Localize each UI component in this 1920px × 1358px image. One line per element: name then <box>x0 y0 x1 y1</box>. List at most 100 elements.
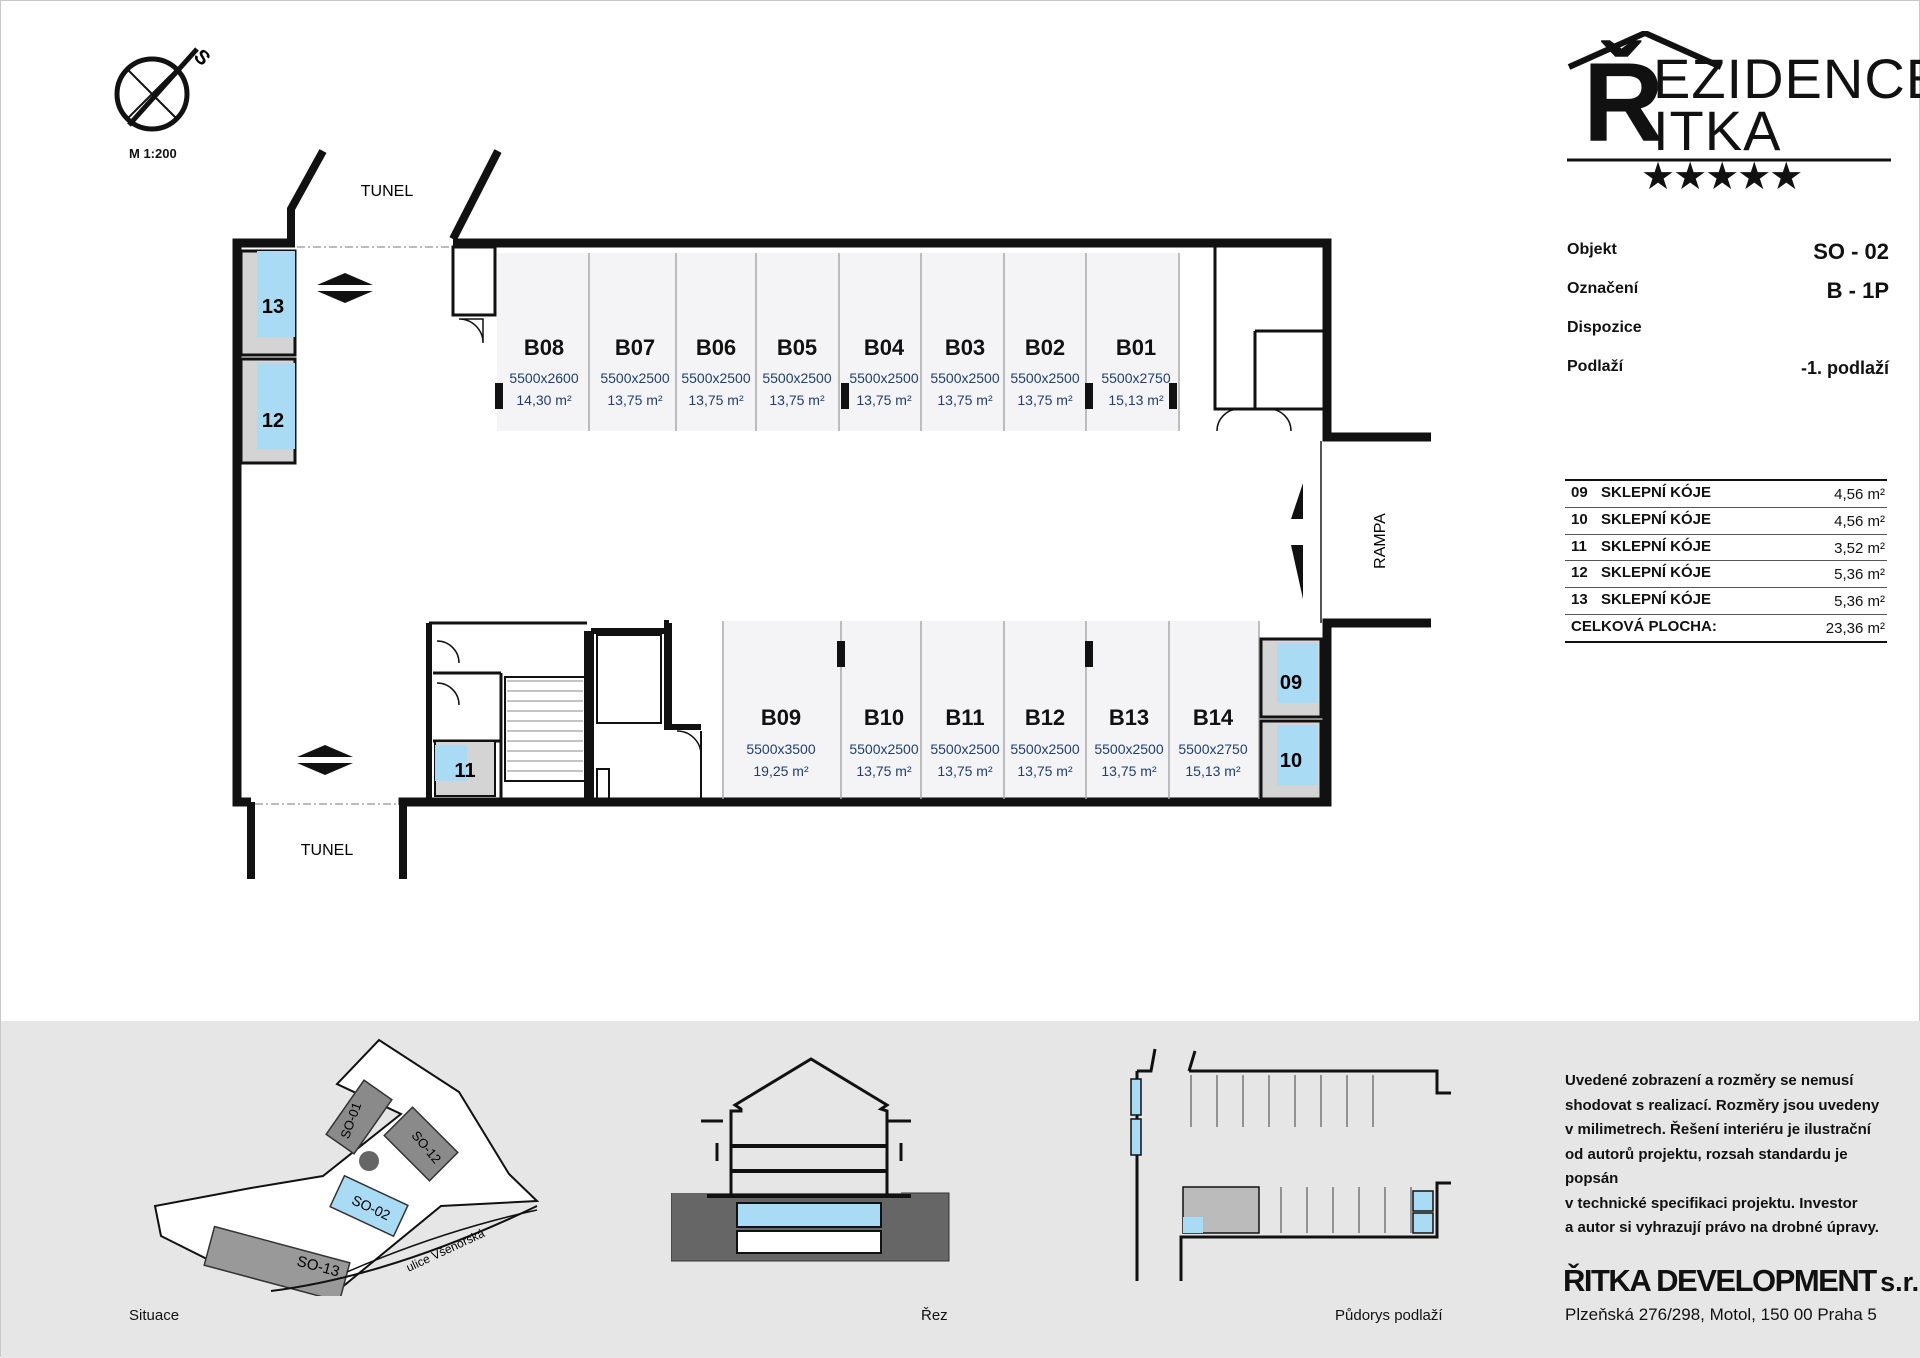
bays-top-area <box>497 253 1179 431</box>
door-swing-icon <box>1216 408 1240 432</box>
cellar-label-09: 09 <box>1280 672 1302 694</box>
row-divider <box>1565 534 1887 535</box>
stair-core <box>426 620 702 800</box>
cellar-row-num: 13 <box>1571 591 1588 608</box>
bay-area: 13,75 m² <box>769 392 825 408</box>
bay-id: B06 <box>696 335 736 360</box>
cellar-label-11: 11 <box>454 760 475 782</box>
cellar-13-fill <box>257 251 295 337</box>
bay-id: B07 <box>615 335 655 360</box>
disclaimer-line: od autorů projektu, rozsah standardu je … <box>1565 1145 1848 1188</box>
cellar-table-top-rule <box>1565 479 1887 481</box>
bay-dims: 5500x2500 <box>681 370 751 386</box>
bay-id: B11 <box>945 705 984 730</box>
bay-area: 13,75 m² <box>688 392 744 408</box>
cellar-table-bottom-rule <box>1565 641 1887 643</box>
cellar-total-label: CELKOVÁ PLOCHA: <box>1571 618 1717 635</box>
bay-id: B02 <box>1025 335 1065 360</box>
bay-id: B08 <box>524 335 564 360</box>
street-label: ulice Všenorská <box>404 1226 487 1275</box>
door-swing-icon <box>1268 408 1292 432</box>
brand-logo: Ř EZIDENCE ITKA ★★★★★ <box>1561 31 1920 201</box>
bay-area: 13,75 m² <box>607 392 663 408</box>
bay-dims: 5500x3500 <box>746 741 816 757</box>
tunnel-wall-left <box>287 149 327 239</box>
bay-area: 15,13 m² <box>1108 392 1164 408</box>
ramp-arrow-icon <box>1291 545 1303 599</box>
bay-id: B13 <box>1109 705 1149 730</box>
info-value-oznaceni: B - 1P <box>1826 278 1889 303</box>
bay-area: 13,75 m² <box>937 392 993 408</box>
info-label-oznaceni: Označení <box>1567 280 1639 297</box>
bay-dims: 5500x2500 <box>930 370 1000 386</box>
disclaimer: Uvedené zobrazení a rozměry se nemusí sh… <box>1565 1069 1895 1241</box>
cellar-label-10: 10 <box>1280 750 1302 772</box>
cellar-row-area: 5,36 m² <box>1834 566 1885 583</box>
cellar-label-12: 12 <box>262 410 284 432</box>
info-label-dispozice: Dispozice <box>1567 319 1642 336</box>
info-value-podlazi: -1. podlaží <box>1800 358 1889 378</box>
bay-dims: 5500x2500 <box>849 741 919 757</box>
bay-dims: 5500x2600 <box>509 370 579 386</box>
bay-id: B10 <box>864 705 904 730</box>
caption-section: Řez <box>921 1307 948 1324</box>
bay-id: B09 <box>761 705 801 730</box>
right-service-room <box>1213 247 1327 411</box>
info-value-objekt: SO - 02 <box>1813 239 1889 264</box>
info-label-objekt: Objekt <box>1567 241 1617 258</box>
brand-line1: EZIDENCE <box>1653 47 1920 110</box>
cellar-label-13: 13 <box>262 296 284 318</box>
outer-wall-left <box>232 238 295 807</box>
bay-id: B14 <box>1193 705 1234 730</box>
bay-area: 15,13 m² <box>1185 763 1241 779</box>
outer-wall-top <box>453 238 1431 442</box>
cellar-row-num: 12 <box>1571 564 1588 581</box>
cellar-row-area: 4,56 m² <box>1834 513 1885 530</box>
disclaimer-line: Uvedené zobrazení a rozměry se nemusí <box>1565 1072 1854 1089</box>
caption-floorplan: Půdorys podlaží <box>1335 1307 1443 1324</box>
bay-area: 14,30 m² <box>516 392 572 408</box>
company-name-main: ŘITKA DEVELOPMENT <box>1563 1263 1877 1298</box>
disclaimer-line: shodovat s realizací. Rozměry jsou uvede… <box>1565 1096 1880 1114</box>
bay-id: B05 <box>777 335 817 360</box>
bay-area: 19,25 m² <box>753 763 809 779</box>
cellar-row-area: 3,52 m² <box>1834 540 1885 557</box>
row-divider <box>1565 614 1887 615</box>
bay-dims: 5500x2500 <box>1094 741 1164 757</box>
row-divider <box>1565 560 1887 561</box>
top-bay-dividers <box>588 253 1180 431</box>
bay-dims: 5500x2500 <box>600 370 670 386</box>
cellar-row-name: SKLEPNÍ KÓJE <box>1601 484 1712 501</box>
building-section <box>671 1057 950 1262</box>
bay-id: B12 <box>1025 705 1065 730</box>
disclaimer-line: a autor si vyhrazují právo na drobné úpr… <box>1565 1219 1879 1236</box>
ramp-label: RAMPA <box>1372 513 1389 569</box>
traffic-direction-icon <box>317 273 373 303</box>
cellar-row-name: SKLEPNÍ KÓJE <box>1601 564 1712 581</box>
bay-area: 13,75 m² <box>1017 392 1073 408</box>
brand-line2: ITKA <box>1653 99 1782 162</box>
cellar-row-num: 10 <box>1571 511 1588 528</box>
cellar-row-name: SKLEPNÍ KÓJE <box>1601 538 1712 555</box>
bay-area: 13,75 m² <box>937 763 993 779</box>
cellar-row-area: 5,36 m² <box>1834 593 1885 610</box>
house-roof-icon <box>1567 31 1891 162</box>
cellar-total-value: 23,36 m² <box>1825 620 1885 637</box>
bay-dims: 5500x2750 <box>1178 741 1248 757</box>
floor-plan: 13 12 RAMPA <box>232 149 1431 879</box>
tunnel-top-label: TUNEL <box>361 183 414 200</box>
disclaimer-line: v technické specifikaci projektu. Invest… <box>1565 1194 1858 1212</box>
bay-dims: 5500x2500 <box>1010 741 1080 757</box>
row-divider <box>1565 507 1887 508</box>
cellar-09-fill <box>1277 643 1317 703</box>
brand-big-letter: Ř <box>1583 40 1664 165</box>
door-swing-icon <box>458 318 484 344</box>
mini-floor-plan <box>1130 1048 1451 1281</box>
north-compass-icon: S <box>114 45 214 132</box>
bay-dims: 5500x2500 <box>930 741 1000 757</box>
cellar-row-num: 11 <box>1571 538 1587 555</box>
service-room <box>451 245 497 317</box>
tunnel-wall-right <box>449 149 502 241</box>
bay-id: B04 <box>864 335 905 360</box>
